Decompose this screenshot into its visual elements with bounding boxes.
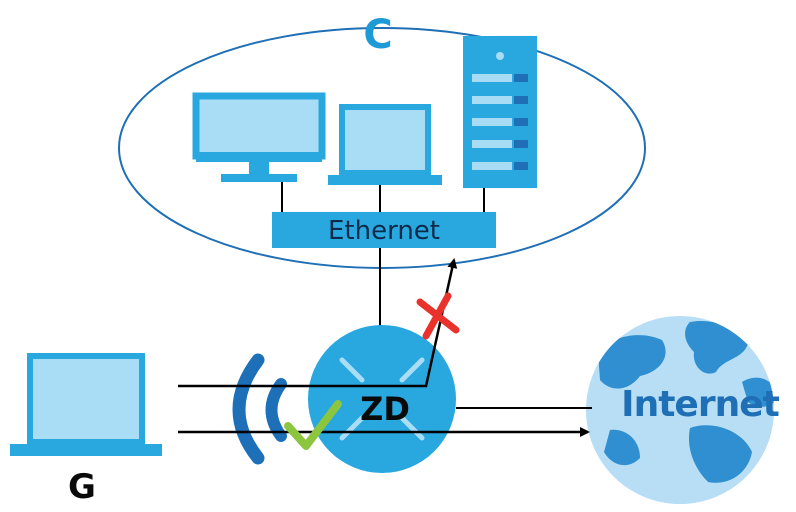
ethernet-switch: [272, 212, 496, 248]
internet-globe-icon: [586, 316, 774, 504]
router-icon: [308, 325, 456, 473]
corporate-zone-ellipse: [118, 27, 646, 269]
wifi-signal-icon: [232, 353, 287, 465]
laptop-icon: [328, 104, 442, 185]
device-connectors: [281, 182, 485, 212]
internet-label: Internet: [621, 384, 779, 425]
guest-zone-label: G: [68, 467, 96, 507]
allowed-check-icon: [284, 400, 342, 450]
server-icon: [463, 36, 537, 188]
desktop-computer-icon: [192, 92, 326, 182]
router-label: ZD: [360, 390, 410, 428]
blocked-x-icon: [416, 292, 460, 340]
guest-laptop-icon: [10, 353, 162, 456]
corporate-zone-label: C: [363, 12, 392, 58]
ethernet-label: Ethernet: [328, 216, 440, 246]
